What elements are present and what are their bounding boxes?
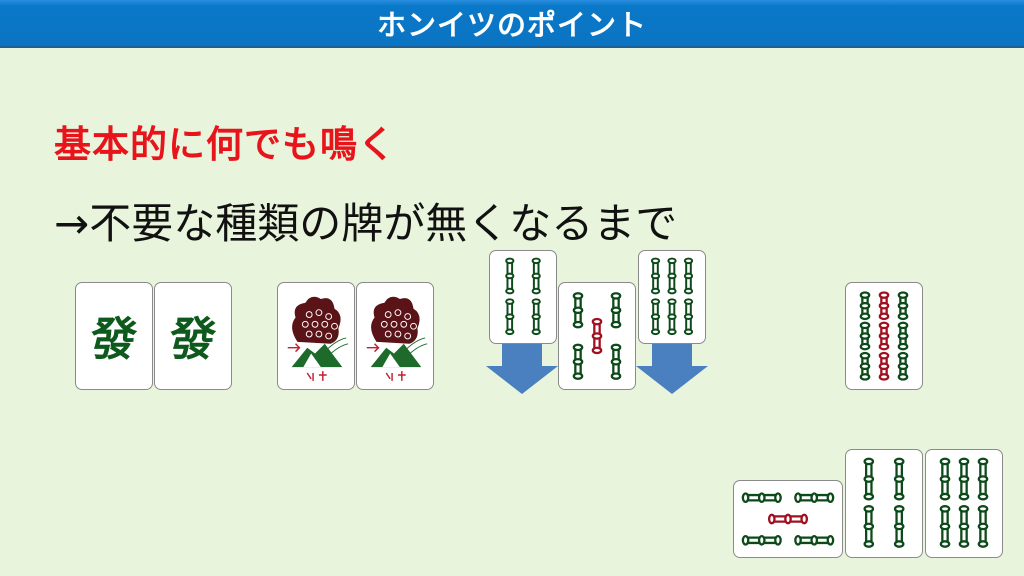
bamboo-stick-icon bbox=[667, 257, 677, 295]
peacock-icon bbox=[366, 296, 428, 381]
bamboo-stick-icon bbox=[897, 291, 909, 321]
tile-1-sou bbox=[277, 282, 355, 390]
bamboo-stick-icon bbox=[572, 343, 584, 380]
bamboo-stick-icon bbox=[859, 291, 871, 321]
bamboo-stick-icon bbox=[572, 292, 584, 329]
bamboo-stick-icon bbox=[958, 457, 970, 501]
slide-title: ホンイツのポイント bbox=[376, 8, 647, 42]
bamboo-stick-icon bbox=[610, 343, 622, 380]
bamboo-stick-icon bbox=[794, 492, 835, 504]
bamboo-stick-icon bbox=[650, 298, 661, 336]
bamboo-stick-icon bbox=[741, 492, 782, 504]
bamboo-stick-icon bbox=[531, 298, 541, 336]
bamboo-stick-icon bbox=[505, 298, 515, 336]
title-bar: ホンイツのポイント bbox=[0, 0, 1024, 48]
peacock-icon bbox=[287, 296, 349, 381]
bamboo-stick-icon bbox=[893, 505, 905, 548]
tile-4-sou bbox=[489, 250, 557, 344]
tile-9-sou bbox=[845, 282, 923, 390]
tile-hatsu: 發 bbox=[75, 282, 153, 390]
tile-6-sou bbox=[638, 250, 706, 344]
bamboo-stick-icon bbox=[667, 298, 677, 336]
bamboo-stick-icon bbox=[531, 257, 541, 295]
bamboo-stick-icon bbox=[859, 321, 871, 351]
bamboo-stick-icon bbox=[977, 505, 989, 548]
bamboo-stick-icon bbox=[863, 505, 875, 548]
tile-1-sou bbox=[356, 282, 434, 390]
bamboo-stick-icon bbox=[878, 321, 890, 351]
bamboo-stick-icon bbox=[794, 534, 835, 546]
tile-6-sou bbox=[925, 449, 1003, 558]
bamboo-stick-icon bbox=[939, 457, 951, 501]
bamboo-stick-icon bbox=[505, 257, 515, 295]
arrow-down-icon bbox=[636, 340, 708, 394]
bamboo-stick-icon bbox=[859, 351, 871, 381]
arrow-down-icon bbox=[486, 340, 558, 394]
bamboo-stick-icon bbox=[897, 321, 909, 351]
tile-4-sou bbox=[845, 449, 923, 558]
point-subheading: →不要な種類の牌が無くなるまで bbox=[54, 199, 678, 248]
bamboo-stick-icon bbox=[591, 317, 603, 355]
bamboo-stick-icon bbox=[897, 351, 909, 381]
bamboo-stick-icon bbox=[650, 257, 661, 295]
tile-5-sou bbox=[558, 282, 636, 390]
point-heading: 基本的に何でも鳴く bbox=[54, 123, 396, 166]
bamboo-stick-icon bbox=[863, 457, 875, 501]
bamboo-stick-icon bbox=[683, 298, 694, 336]
bamboo-stick-icon bbox=[878, 291, 890, 321]
hatsu-glyph: 發 bbox=[166, 312, 219, 366]
bamboo-stick-icon bbox=[767, 513, 809, 525]
tile-hatsu: 發 bbox=[154, 282, 232, 390]
bamboo-stick-icon bbox=[878, 351, 890, 381]
hatsu-glyph: 發 bbox=[87, 312, 140, 366]
bamboo-stick-icon bbox=[741, 534, 782, 546]
tile-5-sou-sideways bbox=[733, 480, 843, 558]
bamboo-stick-icon bbox=[893, 457, 905, 501]
bamboo-stick-icon bbox=[958, 505, 970, 548]
bamboo-stick-icon bbox=[683, 257, 694, 295]
bamboo-stick-icon bbox=[939, 505, 951, 548]
bamboo-stick-icon bbox=[977, 457, 989, 501]
bamboo-stick-icon bbox=[610, 292, 622, 329]
